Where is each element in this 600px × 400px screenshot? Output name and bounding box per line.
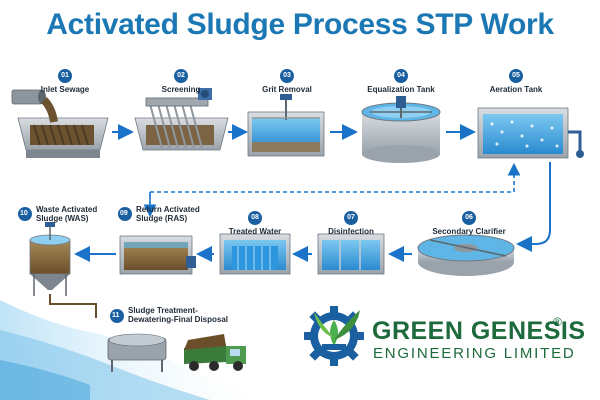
equalization-tank-illustration <box>361 96 441 163</box>
step-11-number: 11 <box>110 309 124 323</box>
step-03: 03 Grit Removal <box>252 64 322 94</box>
secondary-clarifier-illustration <box>417 234 515 276</box>
step-01-number: 01 <box>58 69 72 83</box>
step-01: 01 Inlet Sewage <box>30 64 100 94</box>
step-03-label: Grit Removal <box>262 85 312 94</box>
company-logo-mark <box>304 306 364 366</box>
flow-arrows <box>49 124 551 318</box>
step-02: 02 Screening <box>146 64 216 94</box>
step-09-label-line2: Sludge (RAS) <box>136 214 188 223</box>
step-05-label: Aeration Tank <box>489 85 543 94</box>
step-05: 05 Aeration Tank <box>476 64 556 94</box>
logo-registered-mark: ® <box>553 315 562 329</box>
step-08-number: 08 <box>248 211 262 225</box>
step-04: 04 Equalization Tank <box>358 64 444 94</box>
logo-company-subtitle: ENGINEERING LIMITED <box>373 345 576 362</box>
step-10-label-line2: Sludge (WAS) <box>36 214 89 223</box>
step-03-number: 03 <box>280 69 294 83</box>
aeration-tank-illustration <box>477 107 584 159</box>
was-thickener-illustration <box>29 222 71 296</box>
ras-tank-illustration <box>119 235 196 275</box>
step-02-label: Screening <box>161 85 201 94</box>
grit-removal-illustration <box>247 94 325 157</box>
step-11-label-line1: Sludge Treatment- <box>128 306 198 315</box>
step-04-label: Equalization Tank <box>367 85 435 94</box>
step-04-number: 04 <box>394 69 408 83</box>
step-10-label-line1: Waste Activated <box>36 205 98 214</box>
step-01-label: Inlet Sewage <box>40 85 90 94</box>
logo-company-name: GREEN GENESIS <box>372 317 586 345</box>
step-05-number: 05 <box>509 69 523 83</box>
step-10-label: Waste Activated Sludge (WAS) <box>36 205 97 223</box>
diagram-title: Activated Sludge Process STP Work <box>46 8 554 41</box>
screening-illustration <box>134 88 229 151</box>
step-06: 06 Secondary Clarifier <box>422 206 516 236</box>
disinfection-illustration <box>317 233 385 275</box>
step-06-number: 06 <box>462 211 476 225</box>
step-11-label: Sludge Treatment- Dewatering-Final Dispo… <box>128 306 228 324</box>
step-02-number: 02 <box>174 69 188 83</box>
sludge-treatment-illustration <box>107 333 246 372</box>
step-09-label: Return Activated Sludge (RAS) <box>136 205 200 223</box>
step-11-label-line2: Dewatering-Final Disposal <box>128 315 229 324</box>
step-07-label: Disinfection <box>328 227 374 236</box>
step-09-label-line1: Return Activated <box>136 205 200 214</box>
step-10-number: 10 <box>18 207 32 221</box>
step-09-number: 09 <box>118 207 132 221</box>
step-07: 07 Disinfection <box>318 206 384 236</box>
step-06-label: Secondary Clarifier <box>432 227 506 236</box>
treated-water-illustration <box>219 233 291 275</box>
step-08: 08 Treated Water <box>220 206 290 236</box>
step-08-label: Treated Water <box>228 227 282 236</box>
inlet-sewage-illustration <box>11 89 109 158</box>
step-07-number: 07 <box>344 211 358 225</box>
